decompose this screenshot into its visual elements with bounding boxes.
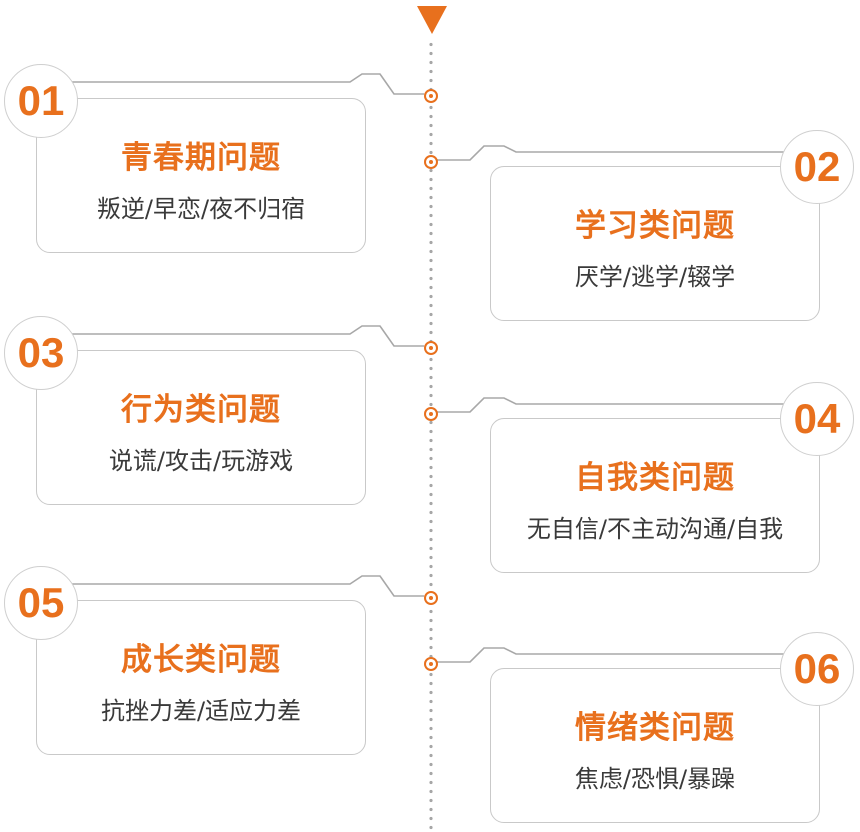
connector-line-06 [436,647,795,663]
problem-card-04: 自我类问题 无自信/不主动沟通/自我 [490,418,820,573]
card-description: 说谎/攻击/玩游戏 [108,447,294,475]
card-title: 成长类问题 [121,642,281,678]
card-title: 情绪类问题 [575,710,735,746]
number-badge-02: 02 [780,130,854,204]
timeline-node-04 [424,407,438,421]
timeline-node-03 [424,341,438,355]
connector-line-04 [436,397,795,413]
timeline-arrow-icon [417,6,447,34]
timeline-node-01 [424,89,438,103]
number-badge-04: 04 [780,382,854,456]
connector-line-02 [436,145,795,161]
connector-line-03 [62,325,424,347]
card-title: 青春期问题 [121,140,281,176]
card-description: 厌学/逃学/辍学 [574,263,736,291]
number-badge-03: 03 [4,316,78,390]
card-description: 无自信/不主动沟通/自我 [526,515,784,543]
connector-line-01 [62,73,424,95]
problem-card-03: 行为类问题 说谎/攻击/玩游戏 [36,350,366,505]
timeline-node-05 [424,591,438,605]
card-description: 焦虑/恐惧/暴躁 [574,765,736,793]
problem-card-06: 情绪类问题 焦虑/恐惧/暴躁 [490,668,820,823]
problem-card-02: 学习类问题 厌学/逃学/辍学 [490,166,820,321]
card-description: 抗挫力差/适应力差 [100,697,302,725]
connector-line-05 [62,575,424,597]
card-title: 学习类问题 [575,208,735,244]
card-title: 行为类问题 [121,392,281,428]
card-title: 自我类问题 [575,460,735,496]
number-badge-05: 05 [4,566,78,640]
timeline-node-02 [424,155,438,169]
problem-card-01: 青春期问题 叛逆/早恋/夜不归宿 [36,98,366,253]
card-description: 叛逆/早恋/夜不归宿 [96,195,306,223]
problem-card-05: 成长类问题 抗挫力差/适应力差 [36,600,366,755]
timeline-dotted-line [429,40,433,832]
timeline-node-06 [424,657,438,671]
number-badge-06: 06 [780,632,854,706]
number-badge-01: 01 [4,64,78,138]
